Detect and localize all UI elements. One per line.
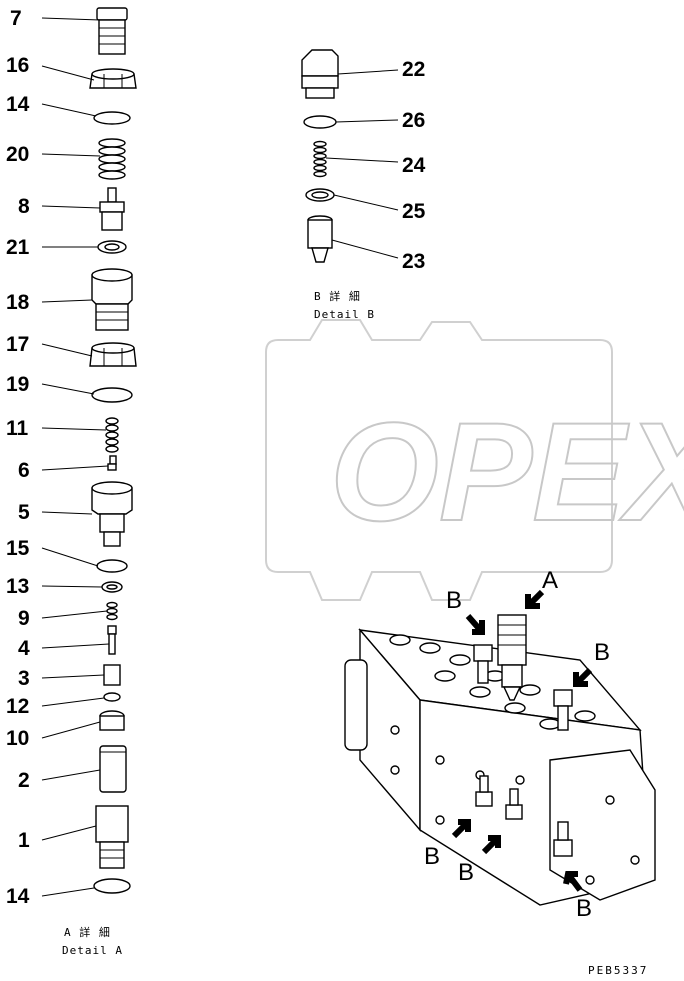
detail-b-callouts: 22 26 24 25 23	[402, 58, 426, 273]
callout-14: 14	[6, 93, 30, 116]
view-label-a: A	[542, 567, 558, 594]
view-label-b-5: B	[576, 895, 592, 922]
part-4-pin	[107, 625, 117, 655]
callout-4: 4	[18, 637, 30, 660]
callout-22: 22	[402, 58, 425, 81]
valve-b-cartridge-1	[473, 644, 493, 684]
callout-15: 15	[6, 537, 30, 560]
detail-b-label-jp: B 詳 細	[314, 289, 361, 303]
part-18-sleeve	[91, 268, 133, 331]
part-8-poppet	[99, 187, 125, 231]
view-label-b-1: B	[446, 587, 462, 614]
callout-7: 7	[10, 7, 22, 30]
callout-3: 3	[18, 667, 30, 690]
part-6-pin	[107, 455, 117, 471]
detail-b-parts	[301, 49, 339, 263]
arrow-b-3	[451, 819, 471, 839]
callout-13: 13	[6, 575, 29, 598]
control-valve-assembly	[344, 614, 656, 906]
part-7-cap	[96, 7, 128, 55]
detail-a-callouts: 7 16 14 20 8 21 18 17 19 11 6 5 15 13 9 …	[6, 7, 30, 908]
arrow-b-5	[563, 871, 583, 892]
callout-20: 20	[6, 143, 29, 166]
callout-26: 26	[402, 109, 425, 132]
watermark-text: OPEX	[330, 393, 684, 550]
detail-b-leaders	[325, 69, 399, 259]
part-26-o-ring	[303, 115, 337, 129]
callout-16: 16	[6, 54, 29, 77]
valve-a-cartridge	[497, 614, 527, 701]
detail-a-leaders	[41, 17, 110, 897]
part-23-poppet	[307, 215, 333, 263]
part-11-spring	[105, 417, 119, 453]
detail-a-label-jp: A 詳 細	[64, 925, 111, 939]
callout-25: 25	[402, 200, 426, 223]
view-label-b-4: B	[458, 859, 474, 886]
part-5-valve-body	[91, 481, 133, 547]
valve-b-cartridge-5	[553, 821, 573, 857]
callout-17: 17	[6, 333, 29, 356]
callout-19: 19	[6, 373, 29, 396]
view-label-b-3: B	[424, 843, 440, 870]
valve-b-cartridge-3	[475, 775, 493, 807]
part-10-spacer	[99, 710, 125, 731]
valve-b-cartridge-4	[505, 788, 523, 820]
callout-11: 11	[6, 417, 29, 440]
callout-14-bottom: 14	[6, 885, 30, 908]
part-13-ring	[101, 581, 123, 593]
part-24-spring	[313, 140, 327, 178]
callout-5: 5	[18, 501, 30, 524]
view-arrows	[451, 589, 593, 892]
detail-a-parts	[89, 7, 137, 894]
callout-1: 1	[18, 829, 30, 852]
drawing-code: PEB5337	[588, 964, 648, 977]
arrow-b-2	[573, 667, 593, 687]
callout-12: 12	[6, 695, 29, 718]
part-3-sleeve	[103, 664, 121, 686]
part-25-ring	[305, 188, 335, 202]
part-15-o-ring	[96, 559, 128, 573]
callout-23: 23	[402, 250, 425, 273]
part-2-spool	[99, 745, 127, 793]
callout-18: 18	[6, 291, 30, 314]
part-19-o-ring	[91, 387, 133, 403]
view-labels: A B B B B B	[424, 567, 610, 922]
part-16-nut	[89, 68, 137, 89]
part-20-spring	[98, 138, 126, 180]
detail-b-label-en: Detail B	[314, 308, 375, 321]
arrow-b-1	[465, 614, 485, 635]
callout-2: 2	[18, 769, 30, 792]
part-14-o-ring	[93, 111, 131, 125]
callout-21: 21	[6, 236, 30, 259]
callout-9: 9	[18, 607, 30, 630]
part-14-o-ring-bottom	[93, 878, 131, 894]
arrow-b-4	[481, 835, 501, 855]
detail-a-label-en: Detail A	[62, 944, 123, 957]
arrow-a	[525, 589, 545, 609]
part-22-cap	[301, 49, 339, 99]
opex-watermark: OPEX	[265, 319, 684, 601]
part-9-spring	[106, 601, 118, 621]
callout-8: 8	[18, 195, 30, 218]
valve-b-cartridge-2	[553, 689, 573, 731]
part-12-ring	[103, 692, 121, 702]
part-17-nut	[89, 342, 137, 367]
callout-24: 24	[402, 154, 426, 177]
view-label-b-2: B	[594, 639, 610, 666]
callout-10: 10	[6, 727, 29, 750]
part-21-ring	[97, 240, 127, 254]
part-1-plug	[95, 805, 129, 869]
callout-6: 6	[18, 459, 30, 482]
